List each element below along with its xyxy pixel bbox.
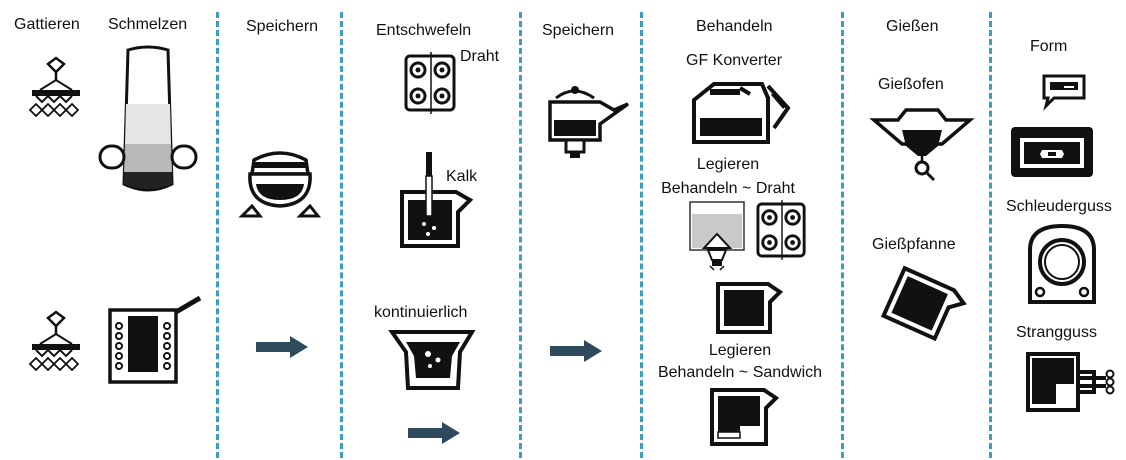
flow-arrow-icon <box>256 336 308 358</box>
induction-furnace-icon <box>108 295 202 384</box>
holding-furnace-icon <box>548 86 630 158</box>
label-kalk: Kalk <box>446 168 478 185</box>
stage-entschwefeln: Entschwefeln <box>376 22 472 39</box>
pouring-furnace-icon <box>869 108 975 182</box>
stage-divider <box>519 12 522 458</box>
label-schleuderguss: Schleuderguss <box>1006 198 1112 215</box>
stage-giessen: Gießen <box>886 18 939 35</box>
cupola-furnace-icon <box>98 45 198 192</box>
centrifugal-casting-icon <box>1028 223 1096 304</box>
label-kontinuierlich: kontinuierlich <box>374 304 468 321</box>
ladle-icon <box>388 330 476 390</box>
stage-gattieren: Gattieren <box>14 16 80 33</box>
label-legieren-sandwich-2: Behandeln ~ Sandwich <box>657 364 823 381</box>
stage-speichern-2: Speichern <box>542 22 615 39</box>
converter-icon <box>692 82 791 144</box>
ladle-icon <box>689 201 745 271</box>
stage-schmelzen: Schmelzen <box>108 16 188 33</box>
ladle-icon <box>400 152 474 248</box>
stage-divider <box>340 12 343 458</box>
ladle-icon <box>716 282 784 334</box>
label-gf-konverter: GF Konverter <box>686 52 783 69</box>
wire-feeder-icon <box>756 200 806 260</box>
label-draht: Draht <box>460 48 500 65</box>
mold-icon <box>1042 74 1086 111</box>
label-strangguss: Strangguss <box>1016 324 1097 341</box>
stage-behandeln: Behandeln <box>696 18 773 35</box>
mold-icon <box>1011 127 1093 177</box>
ladle-icon <box>710 388 780 446</box>
label-giessofen: Gießofen <box>878 76 944 93</box>
flow-arrow-icon <box>408 422 460 444</box>
stage-speichern-1: Speichern <box>246 18 319 35</box>
charging-crane-icon <box>28 310 80 372</box>
stage-form: Form <box>1030 38 1068 55</box>
label-legieren-draht-1: Legieren <box>696 156 760 173</box>
label-giesspfanne: Gießpfanne <box>872 236 956 253</box>
stage-divider <box>216 12 219 458</box>
label-legieren-sandwich-1: Legieren <box>708 342 772 359</box>
holding-furnace-icon <box>238 151 322 218</box>
flow-arrow-icon <box>550 340 602 362</box>
label-legieren-draht-2: Behandeln ~ Draht <box>661 180 795 197</box>
stage-divider <box>989 12 992 458</box>
stage-divider <box>640 12 643 458</box>
wire-feeder-icon <box>404 52 456 114</box>
stage-divider <box>841 12 844 458</box>
continuous-casting-icon <box>1026 352 1115 412</box>
pouring-ladle-icon <box>880 265 967 342</box>
charging-crane-icon <box>28 56 80 118</box>
